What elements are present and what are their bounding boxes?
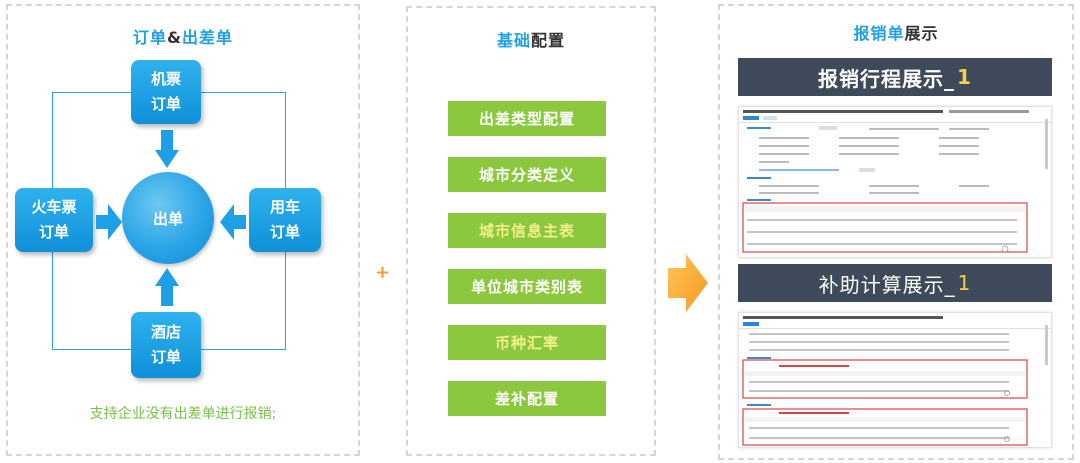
allowance-form-thumbnail <box>739 313 1051 447</box>
arrow-down-icon <box>155 130 179 168</box>
itinerary-form-screenshot <box>738 106 1052 258</box>
flow-arrow-icon <box>668 254 708 312</box>
allowance-form-screenshot <box>738 312 1052 448</box>
support-note: 支持企业没有出差单进行报销; <box>89 406 277 422</box>
itinerary-form-thumbnail <box>739 107 1051 257</box>
arrow-left-icon <box>220 204 246 240</box>
hotel-order-box: 酒店 订单 <box>131 312 201 378</box>
config-item-unit-city-class[interactable]: 单位城市类别表 <box>448 269 606 304</box>
orders-panel: 订单&出差单 机票 订单 火车票 订单 用车 订单 酒店 订单 出单 支持企业没… <box>6 4 360 456</box>
plus-icon: + <box>375 262 391 283</box>
arrow-up-icon <box>155 268 179 306</box>
config-item-city-category[interactable]: 城市分类定义 <box>448 157 606 192</box>
config-panel: 基础配置 出差类型配置 城市分类定义 城市信息主表 单位城市类别表 币种汇率 差… <box>406 6 656 456</box>
config-item-city-master[interactable]: 城市信息主表 <box>448 213 606 248</box>
orders-panel-title: 订单&出差单 <box>8 24 358 48</box>
title-travel-request: 出差单 <box>181 28 233 47</box>
config-item-travel-type[interactable]: 出差类型配置 <box>448 101 606 136</box>
reimbursement-panel-title: 报销单展示 <box>853 24 939 43</box>
allowance-display-header: 补助计算展示_1 <box>738 264 1052 302</box>
config-panel-title: 基础配置 <box>496 31 566 50</box>
config-list: 出差类型配置 城市分类定义 城市信息主表 单位城市类别表 币种汇率 差补配置 <box>448 101 606 437</box>
car-order-box: 用车 订单 <box>249 188 321 252</box>
title-orders: 订单 <box>133 28 168 47</box>
config-item-currency-rate[interactable]: 币种汇率 <box>448 325 606 360</box>
itinerary-display-header: 报销行程展示_1 <box>738 58 1052 96</box>
arrow-right-icon <box>96 204 122 240</box>
title-ampersand: & <box>167 28 182 47</box>
center-issue-node: 出单 <box>122 172 214 264</box>
config-item-allowance[interactable]: 差补配置 <box>448 381 606 416</box>
train-order-box: 火车票 订单 <box>15 188 93 252</box>
reimbursement-panel: 报销单展示 报销行程展示_1 <box>718 4 1074 460</box>
flight-order-box: 机票 订单 <box>131 60 201 124</box>
